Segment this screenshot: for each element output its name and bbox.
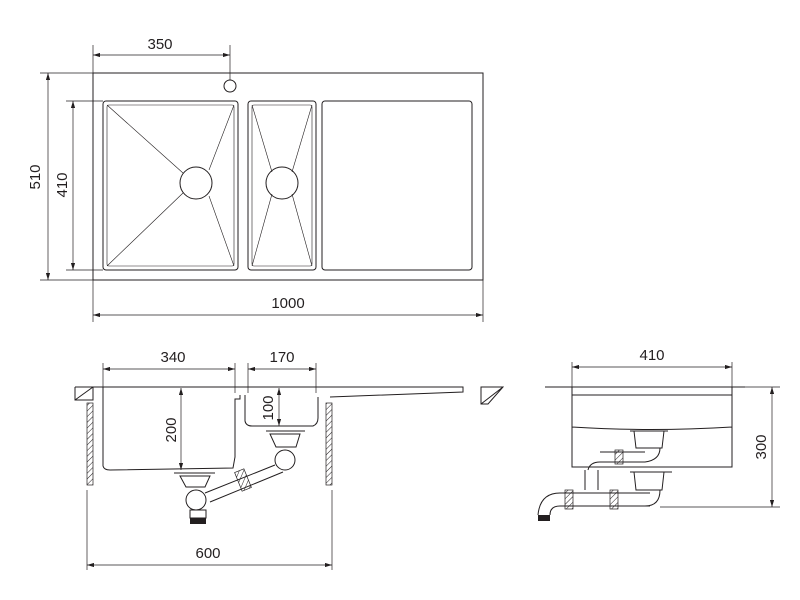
drainboard (321, 100, 473, 271)
waste-fitting (174, 430, 305, 524)
dim-label: 410 (639, 347, 664, 364)
sink-outline (92, 72, 484, 281)
dim-label: 350 (147, 36, 172, 53)
dim-label: 1000 (271, 295, 304, 312)
cabinet-wall-left (86, 402, 94, 486)
dimension-1000: 1000 (92, 280, 484, 322)
dim-label: 510 (27, 164, 44, 189)
dim-label: 410 (54, 172, 71, 197)
main-bowl (102, 100, 239, 271)
dimension-170: 170 (247, 349, 317, 393)
dimension-410-side: 410 (571, 347, 733, 387)
top-view: 350 510 410 1000 (27, 36, 484, 322)
dim-label: 600 (195, 545, 220, 562)
tap-hole-icon (223, 79, 237, 93)
countertop-left (74, 386, 103, 401)
drain-icon (179, 166, 213, 200)
waste-fitting (537, 430, 672, 521)
drain-icon (265, 166, 299, 200)
front-section: 340 170 200 100 600 (74, 349, 505, 570)
dim-label: 200 (163, 417, 180, 442)
dimension-200: 200 (163, 388, 184, 470)
bowl-profile (571, 387, 733, 468)
side-section: 410 300 (537, 347, 780, 521)
dimension-410: 410 (54, 100, 103, 271)
bowls-profile (102, 387, 319, 471)
dim-label: 340 (160, 349, 185, 366)
dim-label: 170 (269, 349, 294, 366)
second-bowl (247, 100, 317, 271)
dimension-600: 600 (86, 490, 333, 570)
dimension-350: 350 (92, 36, 231, 80)
dimension-300: 300 (660, 386, 780, 508)
countertop-right (480, 386, 505, 405)
dim-label: 300 (753, 434, 770, 459)
cabinet-wall-right (325, 402, 333, 486)
dimension-100: 100 (260, 388, 282, 426)
dimension-340: 340 (102, 349, 236, 393)
dim-label: 100 (260, 395, 277, 420)
dimension-510: 510 (27, 72, 93, 281)
